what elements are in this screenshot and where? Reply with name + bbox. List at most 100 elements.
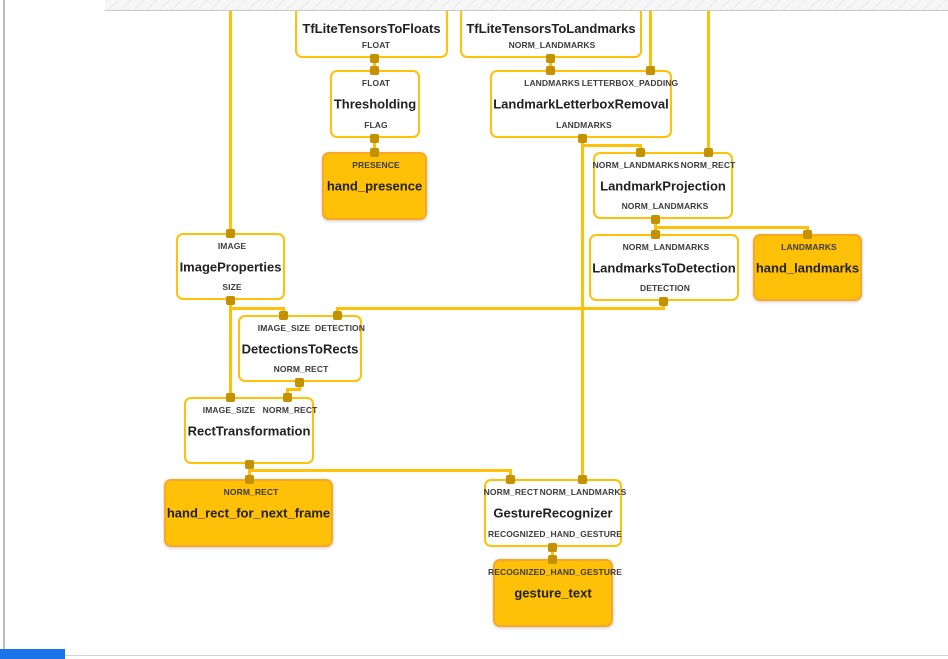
node-title-gesture-text: gesture_text: [514, 585, 592, 601]
node-image-properties[interactable]: ImageProperties IMAGE SIZE: [176, 233, 285, 300]
port-stub-flag: [369, 133, 379, 143]
edge-size-to-detections-to-rects: [228, 306, 285, 310]
port-label-presence: PRESENCE: [352, 160, 400, 170]
edge-size-to-rect-transformation: [228, 297, 232, 400]
port-stub-size: [225, 295, 235, 305]
edge-gesture-to-gesture-text: [550, 544, 554, 562]
node-hand-rect-for-next-frame[interactable]: hand_rect_for_next_frame NORM_RECT: [164, 479, 333, 547]
port-stub-norm_landmarks: [635, 147, 645, 157]
port-label-norm_rect: NORM_RECT: [262, 405, 318, 415]
port-stub-norm_rect: [294, 377, 304, 387]
edge-strip-to-letterbox-padding: [648, 8, 652, 73]
canvas-bottom-border: [0, 655, 948, 656]
port-stub-norm_landmarks: [650, 214, 660, 224]
edge-floats-to-thresholding: [372, 55, 376, 73]
port-stub-norm_landmarks: [650, 229, 660, 239]
edge-flag-to-hand-presence: [372, 135, 376, 155]
edge-rect-transform-to-hand-rect: [247, 461, 251, 482]
port-stub-image: [225, 228, 235, 238]
clipped-parent-node-edge[interactable]: [105, 0, 948, 11]
node-title-tflite-tensors-to-landmarks: TfLiteTensorsToLandmarks: [466, 21, 636, 36]
port-stub-letterbox_padding: [645, 65, 655, 75]
port-label-landmarks: LANDMARKS: [781, 242, 837, 252]
port-label-image: IMAGE: [217, 241, 247, 251]
port-label-norm_landmarks: NORM_LANDMARKS: [622, 242, 710, 252]
port-label-flag: FLAG: [364, 120, 388, 130]
node-gesture-text[interactable]: gesture_text RECOGNIZED_HAND_GESTURE: [488, 559, 622, 627]
port-stub-detection: [332, 310, 342, 320]
node-hand-presence[interactable]: hand_presence PRESENCE: [322, 152, 427, 220]
port-label-detection: DETECTION: [639, 283, 691, 293]
port-stub-recognized_hand_gesture: [547, 554, 557, 564]
port-label-size: SIZE: [222, 282, 242, 292]
port-label-norm_rect: NORM_RECT: [680, 160, 736, 170]
edge-rect-transform-to-gesture-recognizer: [247, 468, 512, 472]
port-label-norm_landmarks: NORM_LANDMARKS: [621, 201, 709, 211]
port-stub-image_size: [225, 392, 235, 402]
node-title-hand-landmarks: hand_landmarks: [755, 260, 860, 275]
edge-letterbox-out-to-landmark-projection: [580, 143, 642, 147]
port-label-landmarks: LANDMARKS: [524, 78, 580, 88]
port-label-recognized_hand_gesture: RECOGNIZED_HAND_GESTURE: [487, 567, 623, 577]
port-stub-norm_landmarks: [545, 53, 555, 63]
node-title-thresholding: Thresholding: [333, 96, 417, 112]
port-stub-landmarks: [577, 133, 587, 143]
port-stub-norm_rect: [703, 147, 713, 157]
port-stub-recognized_hand_gesture: [547, 542, 557, 552]
port-stub-norm_rect: [244, 474, 254, 484]
port-stub-float: [369, 53, 379, 63]
port-label-norm_rect: NORM_RECT: [483, 487, 539, 497]
port-label-letterbox_padding: LETTERBOX_PADDING: [581, 78, 679, 88]
node-hand-landmarks[interactable]: hand_landmarks LANDMARKS: [753, 234, 862, 301]
node-thresholding[interactable]: Thresholding FLOAT FLAG: [330, 70, 420, 138]
edge-detection-to-detections-to-rects: [335, 306, 665, 310]
edge-strip-to-image-properties: [228, 8, 232, 236]
port-label-detection: DETECTION: [314, 323, 366, 333]
port-label-norm_rect: NORM_RECT: [223, 487, 279, 497]
port-stub-landmarks: [545, 65, 555, 75]
edge-strip-to-landmark-projection-rect: [706, 8, 710, 155]
port-stub-image_size: [278, 310, 288, 320]
port-label-recognized_hand_gesture: RECOGNIZED_HAND_GESTURE: [487, 529, 623, 539]
port-stub-landmarks: [802, 229, 812, 239]
edge-projection-out-to-hand-landmarks: [653, 225, 809, 229]
node-title-rect-transformation: RectTransformation: [187, 423, 311, 438]
port-stub-norm_landmarks: [577, 474, 587, 484]
port-stub-norm_rect: [282, 392, 292, 402]
node-title-landmarks-to-detection: LandmarksToDetection: [592, 260, 736, 275]
port-stub-rect-transformation: [244, 459, 254, 469]
port-label-norm_landmarks: NORM_LANDMARKS: [539, 487, 627, 497]
port-stub-float: [369, 65, 379, 75]
port-stub-norm_rect: [505, 474, 515, 484]
port-label-norm_landmarks: NORM_LANDMARKS: [508, 40, 596, 50]
node-title-image-properties: ImageProperties: [179, 259, 282, 274]
port-stub-detection: [658, 296, 668, 306]
port-stub-presence: [369, 147, 379, 157]
port-label-float: FLOAT: [361, 40, 391, 50]
canvas-left-border: [3, 0, 5, 656]
node-title-landmark-projection: LandmarkProjection: [600, 178, 726, 193]
node-title-hand-presence: hand_presence: [326, 178, 423, 194]
node-title-hand-rect-for-next-frame: hand_rect_for_next_frame: [166, 505, 331, 521]
edge-landmarks-to-letterbox-removal: [548, 55, 552, 73]
node-landmarks-to-detection[interactable]: LandmarksToDetection NORM_LANDMARKS DETECT…: [589, 234, 739, 301]
port-label-norm_landmarks: NORM_LANDMARKS: [592, 160, 680, 170]
node-title-tflite-tensors-to-floats: TfLiteTensorsToFloats: [302, 21, 441, 36]
node-rect-transformation[interactable]: RectTransformation IMAGE_SIZE NORM_RECT: [184, 397, 317, 464]
port-label-landmarks: LANDMARKS: [556, 120, 612, 130]
bottom-left-accent-bar: [0, 649, 65, 659]
port-label-image_size: IMAGE_SIZE: [257, 323, 311, 333]
edge-norm-rect-to-rect-transformation: [285, 387, 301, 391]
port-label-image_size: IMAGE_SIZE: [202, 405, 256, 415]
node-title-landmark-letterbox-removal: LandmarkLetterboxRemoval: [493, 96, 669, 112]
port-label-norm_rect: NORM_RECT: [273, 364, 329, 374]
port-label-float: FLOAT: [361, 78, 391, 88]
node-title-detections-to-rects: DetectionsToRects: [241, 341, 359, 356]
